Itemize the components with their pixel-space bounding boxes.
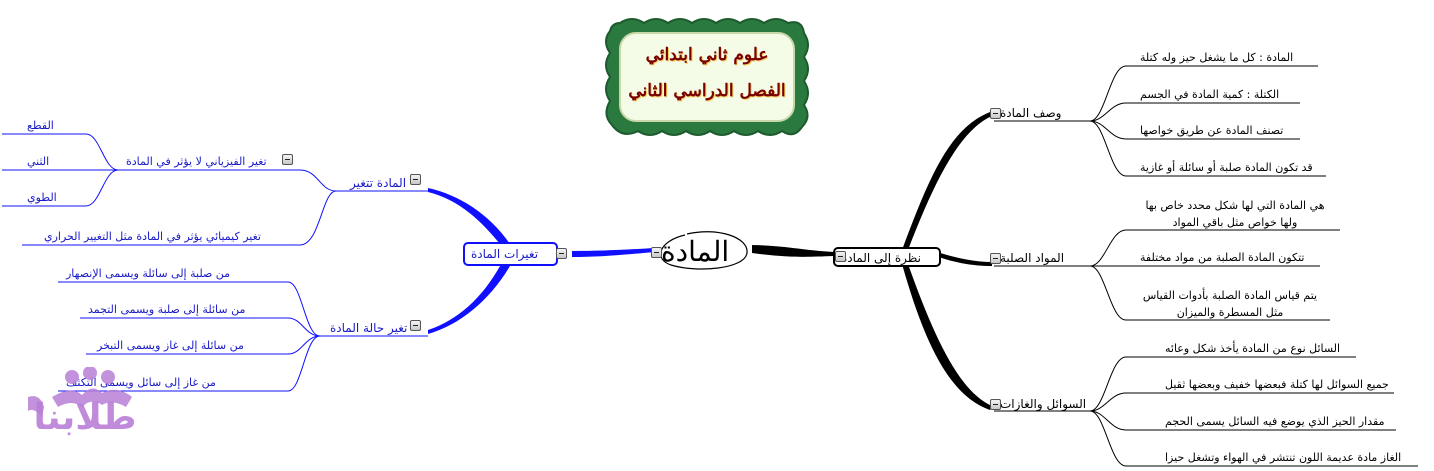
subtopic-solid[interactable]: المواد الصلبة bbox=[1000, 251, 1065, 265]
center-collapse-icon[interactable] bbox=[651, 247, 662, 258]
edge-left-state bbox=[428, 266, 510, 334]
subtopic-state-change[interactable]: تغير حالة المادة bbox=[330, 321, 408, 335]
right-main-label: نظرة إلى المادة bbox=[841, 251, 921, 265]
title-line-1: علوم ثاني ابتدائي bbox=[645, 45, 769, 65]
leaf-liquid-3[interactable]: مقدار الحيز الذي يوضع فيه السائل يسمى ال… bbox=[1165, 415, 1385, 428]
leaf-folding[interactable]: الطوي bbox=[27, 191, 57, 204]
leaf-solid-1[interactable]: هي المادة التي لها شكل محدد خاص بها ولها… bbox=[1145, 199, 1325, 229]
leaf-freezing[interactable]: من سائلة إلى صلبة ويسمى التجمد bbox=[88, 303, 246, 316]
scalloped-frame bbox=[605, 18, 809, 136]
leaf-cutting[interactable]: القطع bbox=[27, 119, 54, 132]
center-topic[interactable]: المادة bbox=[657, 229, 751, 273]
leaf-melting[interactable]: من صلبة إلى سائلة ويسمى الإنصهار bbox=[66, 267, 231, 280]
subtopic-matter-changes[interactable]: المادة تتغير bbox=[350, 176, 407, 190]
leaf-wasf-3[interactable]: تصنف المادة عن طريق خواصها bbox=[1140, 124, 1284, 137]
title-line-2: الفصل الدراسي الثاني bbox=[628, 81, 786, 101]
left-main-label: تغيرات المادة bbox=[471, 247, 539, 261]
edge-center-right bbox=[752, 245, 834, 257]
wasf-collapse-icon[interactable] bbox=[990, 108, 1001, 119]
leaf-wasf-2[interactable]: الكتلة : كمية المادة في الجسم bbox=[1140, 88, 1280, 101]
leaf-solid-3[interactable]: يتم قياس المادة الصلبة بأدوات القياس مثل… bbox=[1142, 289, 1318, 319]
leaf-liquid-1[interactable]: السائل نوع من المادة يأخذ شكل وعائه bbox=[1165, 342, 1341, 355]
left-main-collapse-icon[interactable] bbox=[556, 248, 567, 259]
leaf-liquid-2[interactable]: جميع السوائل لها كتلة فبعضها خفيف وبعضها… bbox=[1165, 378, 1389, 391]
title-frame: علوم ثاني ابتدائي الفصل الدراسي الثاني bbox=[602, 15, 812, 139]
edge-right-solid bbox=[925, 250, 992, 266]
center-label: المادة bbox=[661, 235, 730, 268]
edge-right-wasf bbox=[902, 112, 992, 250]
right-main-topic[interactable]: نظرة إلى المادة bbox=[833, 247, 941, 267]
subtopic-wasf[interactable]: وصف المادة bbox=[1000, 106, 1062, 120]
leaf-physical-change[interactable]: تغير الفيزياني لا يؤثر في المادة bbox=[126, 155, 267, 168]
watermark-text: طلابنا bbox=[33, 397, 137, 438]
solid-collapse-icon[interactable] bbox=[990, 253, 1001, 264]
logo-graphic bbox=[28, 366, 132, 417]
leaf-liquid-4[interactable]: الغاز مادة عديمة اللون تنتشر في الهواء و… bbox=[1165, 451, 1402, 464]
left-main-topic[interactable]: تغيرات المادة bbox=[463, 242, 559, 266]
matter-changes-collapse-icon[interactable] bbox=[410, 174, 421, 185]
state-change-collapse-icon[interactable] bbox=[410, 320, 421, 331]
right-main-collapse-icon[interactable] bbox=[835, 251, 846, 262]
watermark-logo: طلابنا bbox=[22, 366, 148, 451]
liquids-collapse-icon[interactable] bbox=[990, 399, 1001, 410]
leaf-bending[interactable]: الثني bbox=[27, 155, 50, 168]
physical-change-collapse-icon[interactable] bbox=[282, 154, 293, 165]
edge-right-liquid bbox=[902, 264, 992, 410]
edge-left-change bbox=[428, 188, 510, 244]
leaf-wasf-4[interactable]: قد تكون المادة صلبة أو سائلة أو غازية bbox=[1140, 161, 1313, 174]
leaf-evaporation[interactable]: من سائلة إلى غاز ويسمى التبخر bbox=[97, 339, 244, 352]
leaf-wasf-1[interactable]: المادة : كل ما يشغل حيز وله كتلة bbox=[1140, 51, 1294, 64]
leaf-solid-2[interactable]: تتكون المادة الصلبة من مواد مختلفة bbox=[1140, 251, 1305, 264]
leaf-chemical-change[interactable]: تغير كيميائي يؤثر في المادة مثل التغيير … bbox=[44, 230, 261, 243]
edge-center-left bbox=[572, 248, 655, 257]
subtopic-liquids[interactable]: السوائل والغازات bbox=[1000, 397, 1087, 411]
